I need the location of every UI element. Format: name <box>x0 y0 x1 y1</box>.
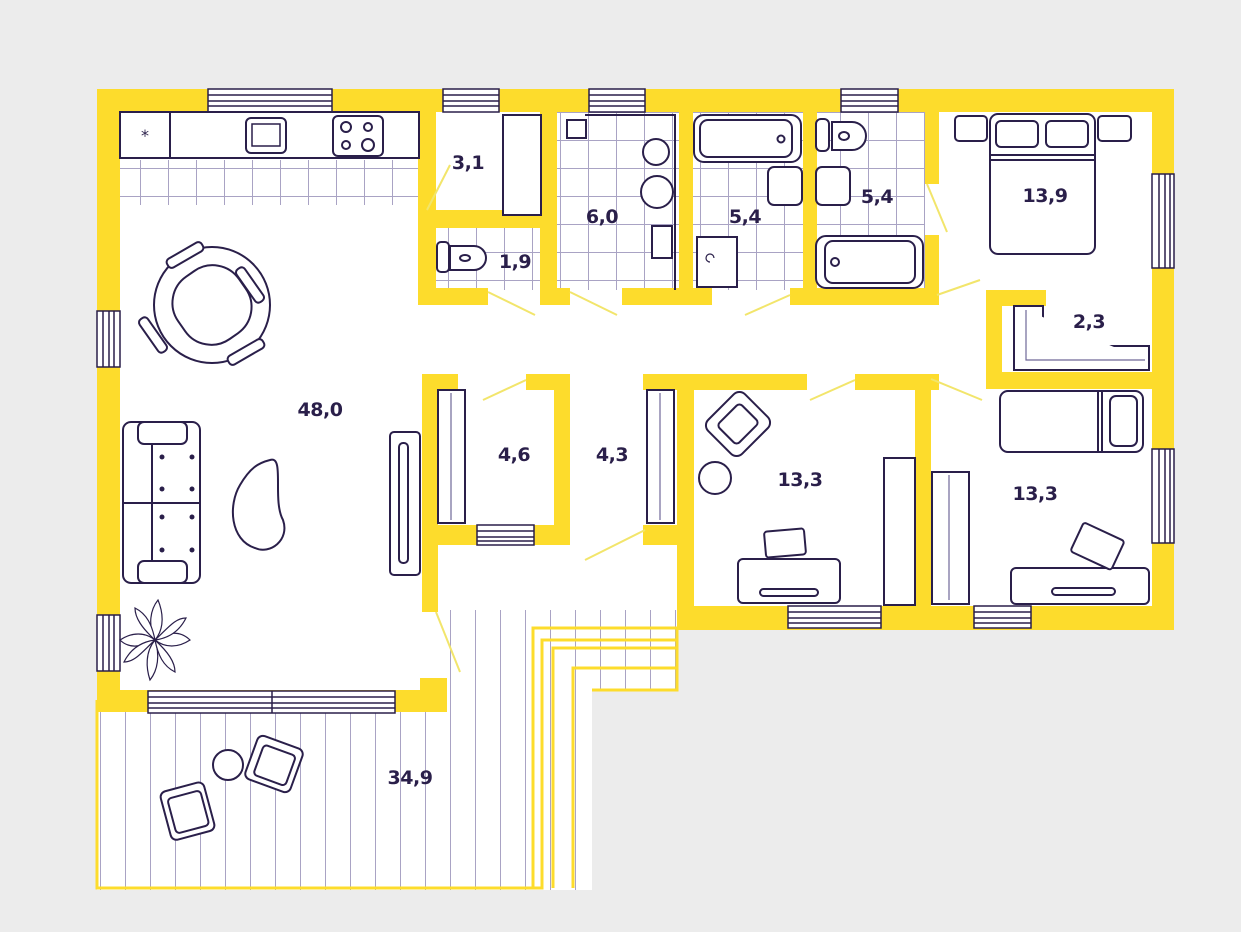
nightstand-icon <box>954 115 988 142</box>
toilet-icon <box>436 241 487 273</box>
boiler-icon <box>705 253 715 263</box>
window-master <box>1151 173 1175 269</box>
chair-icon <box>1070 522 1125 571</box>
nightstand-icon <box>1097 115 1132 142</box>
windows <box>96 88 1175 714</box>
sofa-icon <box>122 421 201 584</box>
window-living-2 <box>96 614 121 672</box>
window-storage <box>442 88 500 113</box>
furniture: * <box>119 111 1150 841</box>
window-bedroom-b <box>973 605 1032 629</box>
room-area-bedroom-a: 13,3 <box>777 469 823 491</box>
door-swings <box>426 164 983 673</box>
room-area-wc: 1,9 <box>498 251 532 273</box>
window-living-1 <box>96 310 121 368</box>
room-area-terrace: 34,9 <box>387 767 433 789</box>
washing-machine-icon <box>640 175 674 209</box>
plant-icon <box>119 598 191 682</box>
room-area-hall: 4,3 <box>595 444 629 466</box>
window-laundry <box>588 88 646 113</box>
window-living-bottom <box>147 690 396 714</box>
room-area-storage: 3,1 <box>451 152 485 174</box>
dining-table-icon <box>138 241 271 366</box>
svg-text:*: * <box>141 126 149 145</box>
room-area-walk-in-closet: 2,3 <box>1072 311 1106 333</box>
side-table-icon <box>698 461 732 495</box>
shelf-icon <box>883 457 916 606</box>
room-area-bathroom-b: 5,4 <box>860 186 894 208</box>
kitchen-counter: * <box>119 111 420 159</box>
room-area-living: 48,0 <box>297 399 343 421</box>
room-area-bathroom-a: 5,4 <box>728 206 762 228</box>
side-table-icon <box>212 749 244 781</box>
window-bedroom-b-side <box>1151 448 1175 544</box>
desk-icon <box>1010 567 1150 605</box>
coffee-table-icon <box>231 458 286 551</box>
sink-icon <box>767 166 803 206</box>
window-kitchen <box>207 88 333 113</box>
room-area-master-bedroom: 13,9 <box>1022 185 1068 207</box>
room-area-bedroom-b: 13,3 <box>1012 483 1058 505</box>
chair-icon <box>763 527 807 559</box>
room-area-laundry: 6,0 <box>585 206 619 228</box>
cooktop-icon <box>332 115 384 157</box>
wardrobe-icon <box>931 471 970 605</box>
dryer-icon <box>642 138 670 166</box>
sink-icon <box>245 117 287 154</box>
sink-icon <box>815 166 851 206</box>
window-wardrobe <box>476 524 535 546</box>
room-area-wardrobe: 4,6 <box>497 444 531 466</box>
double-bed-icon <box>989 113 1096 255</box>
kitchen-backsplash-tiles <box>120 160 420 205</box>
storage-shelf <box>502 114 542 216</box>
window-bedroom-a <box>787 605 882 629</box>
window-bath-b <box>840 88 899 113</box>
single-bed-icon <box>999 390 1144 453</box>
